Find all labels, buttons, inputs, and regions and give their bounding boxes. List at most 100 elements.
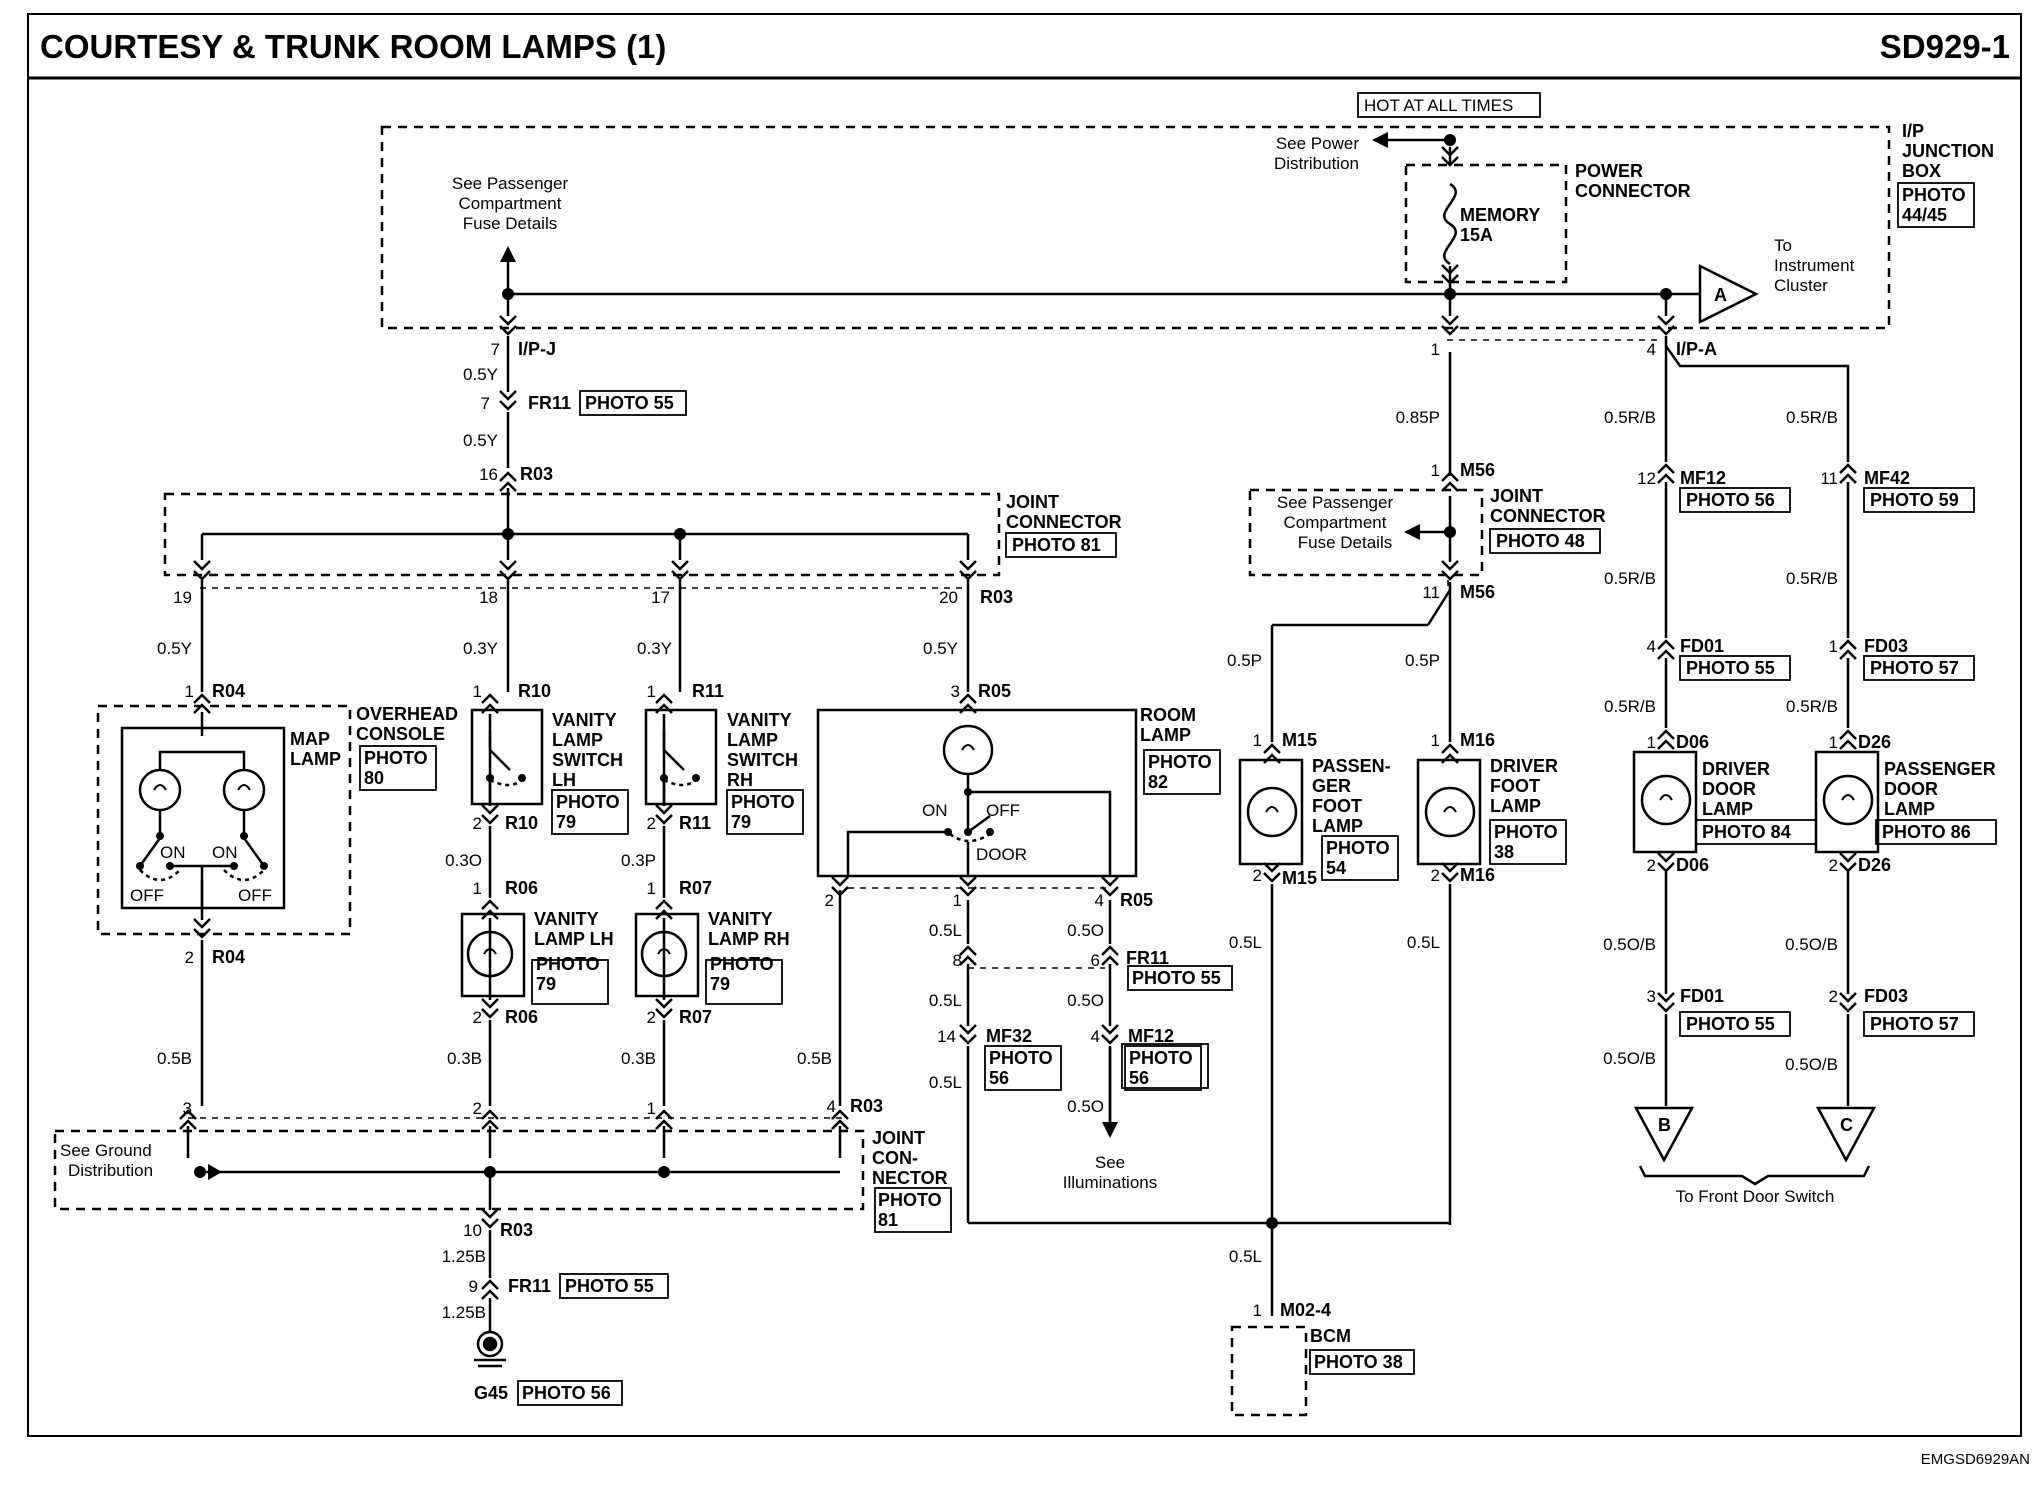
svg-text:PHOTO 55: PHOTO 55 — [1132, 968, 1221, 988]
svg-text:1: 1 — [1829, 637, 1838, 656]
svg-text:11: 11 — [1422, 583, 1440, 602]
svg-text:0.5Y: 0.5Y — [463, 431, 498, 450]
svg-text:PHOTO: PHOTO — [1902, 185, 1966, 205]
svg-text:VANITY: VANITY — [552, 710, 617, 730]
svg-text:1.25B: 1.25B — [442, 1247, 486, 1266]
svg-text:LAMP: LAMP — [1702, 799, 1753, 819]
svg-text:1: 1 — [1431, 731, 1440, 750]
svg-text:R03: R03 — [980, 587, 1013, 607]
svg-text:MF32: MF32 — [986, 1026, 1032, 1046]
svg-text:56: 56 — [1129, 1068, 1149, 1088]
svg-text:0.3Y: 0.3Y — [463, 639, 498, 658]
svg-text:0.5Y: 0.5Y — [923, 639, 958, 658]
vanity-lamp-rh — [634, 912, 700, 998]
connector-b-symbol — [1633, 1106, 1695, 1163]
svg-text:DRIVER: DRIVER — [1702, 759, 1770, 779]
svg-text:Compartment: Compartment — [459, 194, 562, 213]
svg-text:R03: R03 — [520, 464, 553, 484]
svg-text:0.5R/B: 0.5R/B — [1604, 408, 1656, 427]
svg-text:0.5R/B: 0.5R/B — [1786, 408, 1838, 427]
svg-text:Instrument: Instrument — [1774, 256, 1855, 275]
svg-text:16: 16 — [479, 465, 498, 484]
svg-text:0.5O/B: 0.5O/B — [1603, 1049, 1656, 1068]
svg-text:FR11: FR11 — [1126, 948, 1169, 968]
svg-text:LAMP: LAMP — [290, 749, 341, 769]
svg-text:D06: D06 — [1676, 855, 1709, 875]
svg-text:CONNECTOR: CONNECTOR — [1006, 512, 1122, 532]
svg-text:DOOR: DOOR — [1884, 779, 1938, 799]
svg-text:PHOTO 55: PHOTO 55 — [1686, 658, 1775, 678]
svg-text:R03: R03 — [500, 1220, 533, 1240]
svg-text:1: 1 — [647, 1099, 656, 1118]
svg-text:R04: R04 — [212, 947, 245, 967]
svg-text:M56: M56 — [1460, 460, 1495, 480]
svg-text:R05: R05 — [1120, 890, 1153, 910]
svg-text:0.5P: 0.5P — [1405, 651, 1440, 670]
svg-text:0.5L: 0.5L — [1229, 1247, 1262, 1266]
svg-text:DOOR: DOOR — [1702, 779, 1756, 799]
svg-text:1: 1 — [473, 682, 482, 701]
svg-text:LAMP RH: LAMP RH — [708, 929, 790, 949]
svg-text:R11: R11 — [692, 681, 724, 701]
svg-text:0.5L: 0.5L — [929, 921, 962, 940]
svg-text:79: 79 — [710, 974, 730, 994]
svg-text:I/P-A: I/P-A — [1676, 339, 1717, 359]
svg-text:1: 1 — [953, 891, 962, 910]
svg-text:4: 4 — [1091, 1027, 1100, 1046]
svg-text:VANITY: VANITY — [534, 909, 599, 929]
joint-connector-bottom-box — [53, 1129, 865, 1211]
svg-text:3: 3 — [183, 1099, 192, 1118]
svg-text:LAMP: LAMP — [1312, 816, 1363, 836]
svg-text:See Passenger: See Passenger — [1277, 493, 1394, 512]
svg-text:LAMP: LAMP — [1490, 796, 1541, 816]
svg-text:0.5L: 0.5L — [1407, 933, 1440, 952]
svg-text:LAMP: LAMP — [552, 730, 603, 750]
svg-text:See Power: See Power — [1276, 134, 1359, 153]
svg-text:VANITY: VANITY — [727, 710, 792, 730]
svg-text:0.5B: 0.5B — [157, 1049, 192, 1068]
svg-text:0.5L: 0.5L — [929, 991, 962, 1010]
svg-text:JOINT: JOINT — [1006, 492, 1059, 512]
svg-text:M16: M16 — [1460, 865, 1495, 885]
svg-text:R07: R07 — [679, 1007, 712, 1027]
svg-text:R07: R07 — [679, 878, 712, 898]
svg-text:54: 54 — [1326, 858, 1346, 878]
svg-text:B: B — [1658, 1115, 1671, 1135]
svg-text:0.5O: 0.5O — [1067, 1097, 1104, 1116]
svg-text:PHOTO 81: PHOTO 81 — [1012, 535, 1101, 555]
svg-text:1: 1 — [1829, 733, 1838, 752]
svg-text:I/P: I/P — [1902, 121, 1924, 141]
svg-text:4: 4 — [1647, 637, 1656, 656]
svg-text:PHOTO: PHOTO — [989, 1048, 1053, 1068]
ip-junction-box — [380, 125, 1891, 330]
room-lamp — [816, 708, 1138, 878]
svg-text:Distribution: Distribution — [68, 1161, 153, 1180]
svg-text:0.85P: 0.85P — [1396, 408, 1440, 427]
ground-g45-icon — [474, 1330, 506, 1368]
svg-text:BCM: BCM — [1310, 1326, 1351, 1346]
svg-text:1: 1 — [1253, 1301, 1262, 1320]
svg-text:10: 10 — [463, 1221, 482, 1240]
svg-text:14: 14 — [937, 1027, 956, 1046]
svg-text:PHOTO 57: PHOTO 57 — [1870, 658, 1959, 678]
svg-text:R03: R03 — [850, 1096, 883, 1116]
svg-text:0.5L: 0.5L — [1229, 933, 1262, 952]
svg-text:MF42: MF42 — [1864, 468, 1910, 488]
svg-text:0.5O: 0.5O — [1067, 991, 1104, 1010]
svg-text:0.5R/B: 0.5R/B — [1786, 697, 1838, 716]
svg-text:ON: ON — [922, 801, 948, 820]
footer-code: EMGSD6929AN — [1921, 1451, 2030, 1468]
svg-text:OFF: OFF — [238, 886, 272, 905]
svg-text:Cluster: Cluster — [1774, 276, 1828, 295]
svg-text:PHOTO 55: PHOTO 55 — [1686, 1014, 1775, 1034]
svg-text:LAMP LH: LAMP LH — [534, 929, 614, 949]
svg-text:79: 79 — [556, 812, 576, 832]
svg-text:1: 1 — [1431, 340, 1440, 359]
vanity-lamp-switch-rh — [644, 708, 718, 806]
svg-text:PHOTO 57: PHOTO 57 — [1870, 1014, 1959, 1034]
svg-text:JOINT: JOINT — [872, 1128, 925, 1148]
passenger-door-lamp — [1814, 750, 1880, 854]
svg-text:R05: R05 — [978, 681, 1011, 701]
svg-text:A: A — [1714, 285, 1727, 305]
